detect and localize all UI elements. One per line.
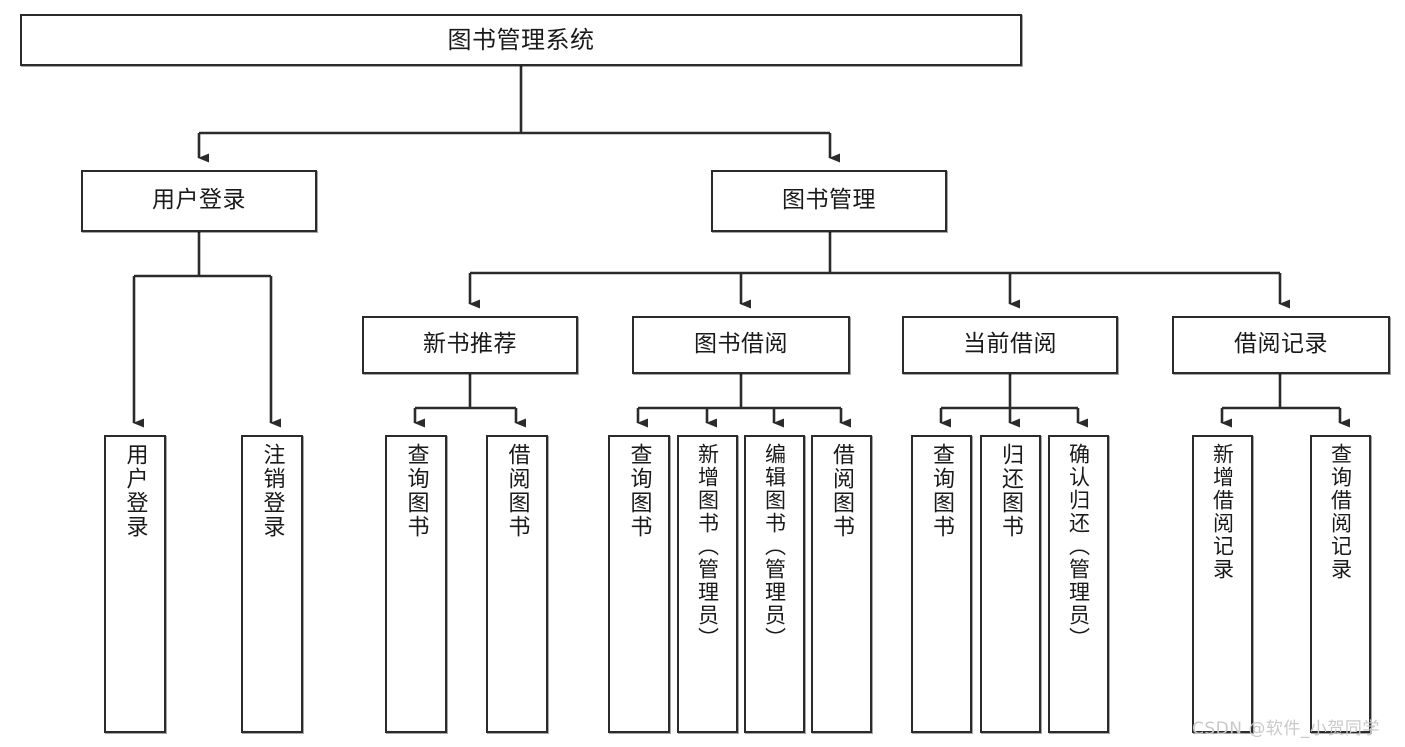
node-label: 借阅记录 bbox=[1234, 331, 1328, 358]
leaf-query-book-borrow[interactable]: 查询图书 bbox=[608, 435, 670, 733]
csdn-watermark: CSDN @软件_小贺同学 bbox=[1192, 719, 1380, 739]
leaf-query-book-current[interactable]: 查询图书 bbox=[911, 435, 972, 733]
node-new-book-recommendation[interactable]: 新书推荐 bbox=[362, 316, 578, 374]
leaf-edit-book-admin[interactable]: 编辑图书（管理员） bbox=[744, 435, 805, 733]
leaf-confirm-return-admin[interactable]: 确认归还（管理员） bbox=[1048, 435, 1109, 733]
node-book-borrowing[interactable]: 图书借阅 bbox=[632, 316, 850, 374]
leaf-borrow-book-new-rec[interactable]: 借阅图书 bbox=[486, 435, 548, 733]
leaf-query-borrow-record[interactable]: 查询借阅记录 bbox=[1310, 435, 1371, 733]
node-label: 新增借阅记录 bbox=[1210, 443, 1235, 581]
node-borrow-record[interactable]: 借阅记录 bbox=[1172, 316, 1390, 374]
leaf-add-borrow-record[interactable]: 新增借阅记录 bbox=[1192, 435, 1253, 733]
leaf-add-book-admin[interactable]: 新增图书（管理员） bbox=[677, 435, 738, 733]
node-label: 查询图书 bbox=[403, 443, 429, 539]
node-label: 编辑图书（管理员） bbox=[762, 443, 787, 650]
node-root-book-management-system[interactable]: 图书管理系统 bbox=[20, 14, 1022, 66]
leaf-logout[interactable]: 注销登录 bbox=[241, 435, 303, 733]
node-label: 用户登录 bbox=[122, 443, 148, 539]
node-book-management[interactable]: 图书管理 bbox=[711, 170, 947, 232]
node-label: 注销登录 bbox=[259, 443, 285, 539]
node-label: 归还图书 bbox=[998, 443, 1024, 539]
node-label: 查询借阅记录 bbox=[1328, 443, 1353, 581]
leaf-borrow-book-borrow[interactable]: 借阅图书 bbox=[811, 435, 872, 733]
node-label: 图书管理系统 bbox=[447, 25, 595, 54]
node-user-login[interactable]: 用户登录 bbox=[81, 170, 317, 232]
leaf-return-book[interactable]: 归还图书 bbox=[980, 435, 1041, 733]
node-label: 图书管理 bbox=[782, 187, 876, 214]
node-label: 新书推荐 bbox=[423, 331, 517, 358]
node-label: 用户登录 bbox=[152, 187, 246, 214]
node-label: 借阅图书 bbox=[504, 443, 530, 539]
node-label: 确认归还（管理员） bbox=[1066, 443, 1091, 650]
node-current-borrowing[interactable]: 当前借阅 bbox=[902, 316, 1118, 374]
node-label: 新增图书（管理员） bbox=[695, 443, 720, 650]
leaf-query-book-new-rec[interactable]: 查询图书 bbox=[385, 435, 447, 733]
node-label: 借阅图书 bbox=[829, 443, 855, 539]
node-label: 当前借阅 bbox=[963, 331, 1057, 358]
node-label: 图书借阅 bbox=[694, 331, 788, 358]
node-label: 查询图书 bbox=[626, 443, 652, 539]
node-label: 查询图书 bbox=[929, 443, 955, 539]
leaf-user-login[interactable]: 用户登录 bbox=[104, 435, 166, 733]
